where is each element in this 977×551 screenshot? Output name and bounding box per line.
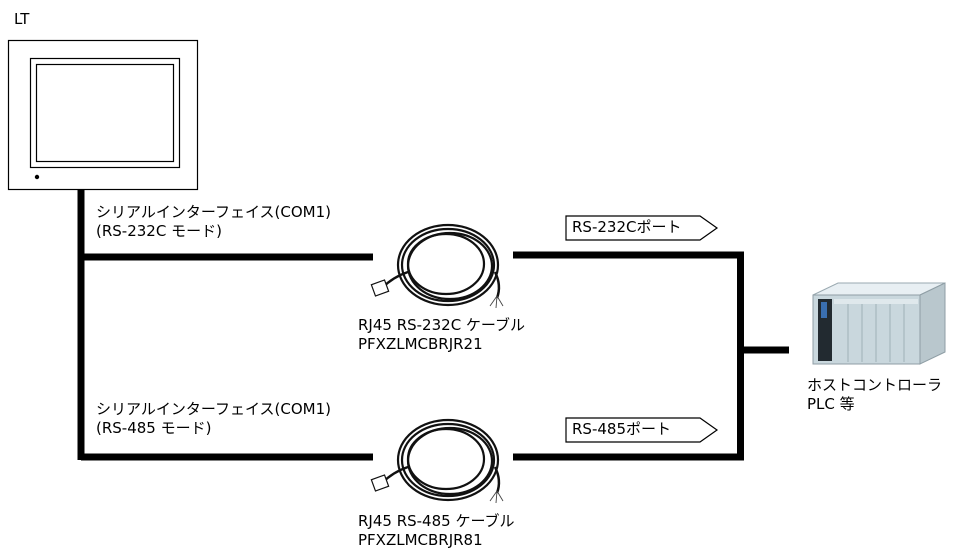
rs232-port-tag [565, 215, 719, 241]
rs485-port-tag [565, 417, 719, 443]
rs485-interface-label: シリアルインターフェイス(COM1) (RS-485 モード) [96, 400, 331, 438]
rs485-interface-line2: (RS-485 モード) [96, 419, 212, 437]
wiring [77, 190, 789, 461]
host-label: ホストコントローラ PLC 等 [807, 376, 942, 414]
rs485-cable-icon [370, 418, 504, 504]
rs485-cable-line1: RJ45 RS-485 ケーブル [358, 512, 515, 530]
rs232-cable-icon [370, 223, 504, 309]
lt-display-unit [7, 39, 199, 191]
rs232-port-label: RS-232Cポート [572, 218, 682, 236]
rs232-cable-label: RJ45 RS-232C ケーブル PFXZLMCBRJR21 [358, 316, 525, 354]
power-led-icon [34, 174, 40, 180]
rs485-cable-line2: PFXZLMCBRJR81 [358, 531, 483, 549]
rs232-cable-line2: PFXZLMCBRJR21 [358, 335, 483, 353]
lt-label: LT [14, 10, 30, 28]
host-line1: ホストコントローラ [807, 376, 943, 394]
rs485-cable-label: RJ45 RS-485 ケーブル PFXZLMCBRJR81 [358, 512, 515, 550]
rs485-interface-line1: シリアルインターフェイス(COM1) [96, 400, 331, 418]
rs232-cable-line1: RJ45 RS-232C ケーブル [358, 316, 526, 334]
rs232-interface-line2: (RS-232C モード) [96, 222, 222, 240]
plc-host-icon [812, 282, 946, 365]
rs485-port-label: RS-485ポート [572, 420, 671, 438]
rs232-interface-label: シリアルインターフェイス(COM1) (RS-232C モード) [96, 203, 331, 241]
host-line2: PLC 等 [807, 395, 855, 413]
rs232-interface-line1: シリアルインターフェイス(COM1) [96, 203, 331, 221]
